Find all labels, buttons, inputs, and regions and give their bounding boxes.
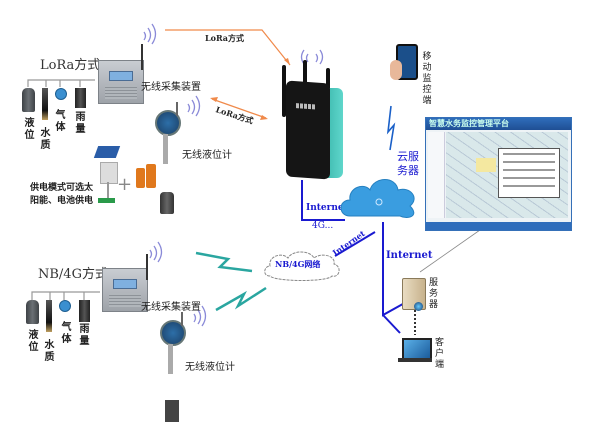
sensor-label-water-quality: 水质 bbox=[44, 340, 55, 363]
signal-icon bbox=[300, 49, 324, 65]
laptop-base-icon bbox=[398, 358, 432, 362]
monitoring-platform-window: 智慧水务监控管理平台 bbox=[425, 117, 572, 231]
lora-link-top bbox=[165, 29, 291, 66]
lora-collector-device bbox=[98, 60, 144, 104]
antenna-icon bbox=[176, 102, 178, 116]
internet-link-nb bbox=[334, 231, 376, 257]
device-screen bbox=[113, 279, 137, 289]
power-note-line1: 供电模式可选太 bbox=[30, 183, 94, 193]
server-platform-link bbox=[419, 229, 481, 273]
arrow-head bbox=[210, 97, 218, 102]
mount-base bbox=[98, 198, 115, 203]
cloud-server-label-line2: 务器 bbox=[397, 164, 419, 177]
internet-link-client bbox=[382, 314, 401, 334]
gateway-antenna-icon bbox=[282, 65, 286, 117]
globe-icon bbox=[414, 302, 423, 311]
gateway-4g-label: 4G... bbox=[312, 221, 334, 231]
platform-marker bbox=[476, 158, 496, 172]
battery-icon bbox=[136, 168, 145, 188]
power-note-line2: 阳能、电池供电 bbox=[30, 196, 94, 206]
wireless-bolt-icon bbox=[215, 286, 267, 312]
signal-icon bbox=[187, 95, 201, 117]
level-sensor-icon bbox=[22, 88, 35, 112]
level-meter-transmitter-icon bbox=[155, 110, 181, 136]
antenna-icon bbox=[141, 44, 143, 70]
device-screen bbox=[109, 71, 133, 81]
plus-icon: + bbox=[117, 174, 133, 195]
antenna-icon bbox=[146, 254, 148, 280]
platform-info-popup bbox=[498, 148, 560, 198]
level-meter-probe-icon bbox=[165, 400, 179, 422]
level-meter-probe-icon bbox=[160, 192, 174, 214]
arrow-head bbox=[260, 115, 268, 120]
sensor-label-rain: 雨量 bbox=[75, 112, 86, 135]
signal-icon bbox=[143, 23, 157, 45]
nb-group-title: NB/4G方式 bbox=[38, 267, 108, 282]
nb-collector-device bbox=[102, 268, 148, 312]
wireless-bolt-icon bbox=[386, 105, 396, 151]
rain-gauge-icon bbox=[75, 88, 86, 108]
connection-lines bbox=[27, 23, 481, 335]
lora-level-meter-label: 无线液位计 bbox=[182, 150, 232, 161]
sensor-bus bbox=[31, 291, 100, 300]
mobile-label: 移动监控端 bbox=[422, 52, 432, 106]
nb-network-cloud-icon bbox=[262, 248, 342, 282]
client-label: 客户端 bbox=[434, 338, 444, 370]
power-box-icon bbox=[100, 162, 118, 184]
platform-sidebar bbox=[428, 132, 445, 218]
device-vents bbox=[105, 85, 137, 99]
internet-link-gateway bbox=[301, 180, 345, 221]
solar-panel-icon bbox=[93, 146, 121, 158]
server-internet-label: Internet bbox=[386, 250, 433, 261]
wireless-bolt-icon bbox=[195, 251, 253, 273]
level-sensor-icon bbox=[26, 300, 39, 324]
device-vents bbox=[109, 293, 141, 307]
nb-network-label: NB/4G网络 bbox=[275, 259, 321, 269]
lora-gateway-device bbox=[286, 80, 330, 180]
gas-sensor-icon bbox=[59, 300, 71, 312]
lora-collector-label: 无线采集装置 bbox=[141, 82, 201, 93]
gateway-leds bbox=[296, 103, 316, 110]
sensor-bus bbox=[27, 79, 95, 87]
sensor-label-level: 液位 bbox=[24, 118, 35, 141]
cloud-server-label-line1: 云服 bbox=[397, 150, 419, 163]
level-meter-stem bbox=[163, 134, 168, 164]
gateway-internet-label: Internet bbox=[306, 203, 348, 213]
battery-icon bbox=[146, 164, 156, 188]
hand-icon bbox=[390, 60, 402, 80]
laptop-screen-icon bbox=[402, 338, 432, 360]
sensor-label-water-quality: 水质 bbox=[40, 128, 51, 151]
pole bbox=[107, 182, 109, 198]
sensor-label-gas: 气体 bbox=[61, 322, 72, 345]
platform-title: 智慧水务监控管理平台 bbox=[426, 118, 571, 130]
lora-link-top-label: LoRa方式 bbox=[205, 33, 244, 43]
water-quality-sensor-icon bbox=[42, 88, 48, 120]
sensor-label-gas: 气体 bbox=[55, 110, 66, 133]
nb-level-meter-label: 无线液位计 bbox=[185, 362, 235, 373]
platform-status-bar bbox=[426, 222, 571, 230]
rain-gauge-icon bbox=[79, 300, 90, 322]
antenna-icon bbox=[181, 312, 183, 326]
signal-icon bbox=[193, 305, 207, 327]
lora-group-title: LoRa方式 bbox=[40, 58, 101, 73]
arrow-head bbox=[284, 58, 290, 65]
server-label: 服务器 bbox=[428, 278, 438, 310]
level-meter-stem bbox=[168, 344, 173, 374]
lora-link-mid bbox=[211, 98, 267, 119]
cloud-server-icon bbox=[338, 170, 420, 222]
sensor-label-rain: 雨量 bbox=[79, 324, 90, 347]
sensor-label-level: 液位 bbox=[28, 330, 39, 353]
signal-icon bbox=[149, 241, 163, 263]
gas-sensor-icon bbox=[55, 88, 67, 100]
nb-collector-label: 无线采集装置 bbox=[141, 302, 201, 313]
water-quality-sensor-icon bbox=[46, 300, 52, 332]
